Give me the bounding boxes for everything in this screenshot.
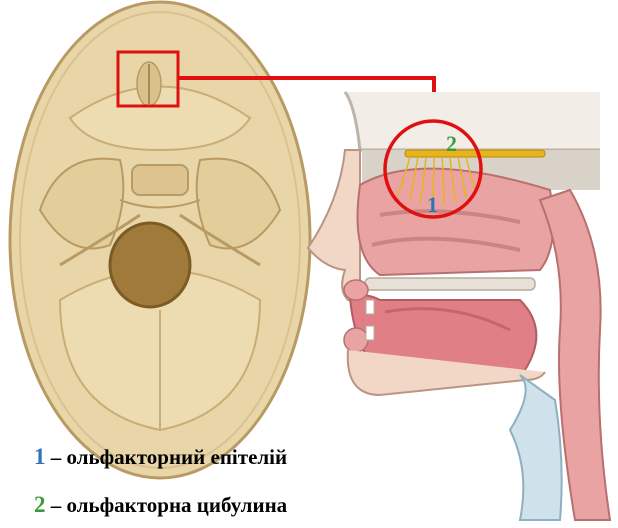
marker-number-2: 2 <box>446 131 457 156</box>
legend-text: – ольфакторна цибулина <box>51 493 287 517</box>
legend-text: – ольфакторний епітелій <box>51 445 287 469</box>
skull-base-illustration <box>10 2 310 478</box>
legend-number: 2 <box>34 492 46 517</box>
legend-item-olfactory-bulb: 2 – ольфакторна цибулина <box>34 492 287 518</box>
head-sagittal-section-illustration <box>308 92 610 520</box>
legend-item-olfactory-epithelium: 1 – ольфакторний епітелій <box>34 444 287 470</box>
marker-number-1: 1 <box>427 192 438 217</box>
legend-number: 1 <box>34 444 46 469</box>
